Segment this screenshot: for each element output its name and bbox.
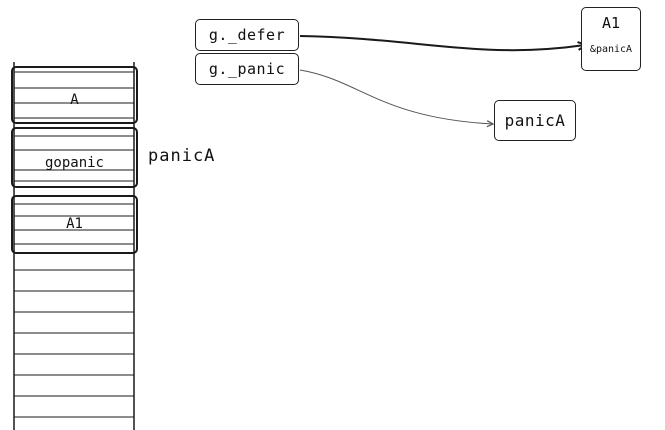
- stack-frame-a: [11, 66, 138, 124]
- stack-frame-a1: [11, 195, 138, 254]
- stack-frame-gopanic-label: gopanic: [44, 155, 104, 171]
- stack-side-label: panicA: [148, 146, 216, 166]
- panic-record: panicA: [494, 100, 576, 141]
- defer-record-title: A1: [601, 14, 621, 32]
- arrow-layer: [299, 35, 585, 124]
- stack-frame-gopanic: [11, 127, 138, 188]
- defer-record-detail: &panicA: [589, 44, 633, 55]
- panic-arrow: [299, 69, 493, 124]
- g-panic-field: g._panic: [195, 53, 299, 85]
- defer-arrow: [299, 35, 585, 52]
- defer-record-a1: A1 &panicA: [581, 7, 641, 71]
- g-defer-field: g._defer: [195, 19, 299, 51]
- stack-frame-a1-label: A1: [66, 216, 83, 232]
- stack-frame-a-label: A: [70, 92, 79, 108]
